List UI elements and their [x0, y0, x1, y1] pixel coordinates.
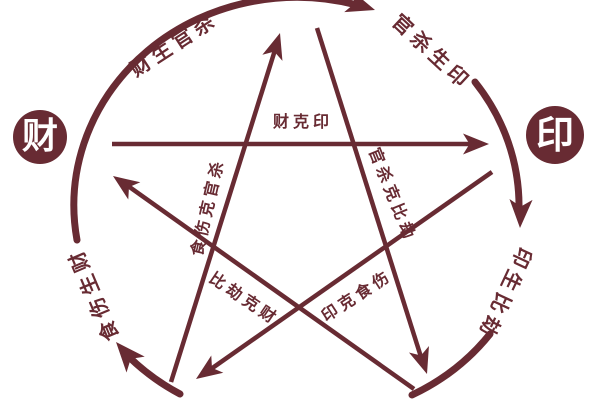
arc-bottom-right-generation: [408, 330, 494, 399]
chord-peer-overcomes-wealth: [126, 184, 416, 391]
arrowhead-seal-overcomes-output: [196, 355, 224, 379]
arrowhead-wealth-generates-officer: [344, 0, 375, 13]
label-wealth-overcomes-seal: 财克印: [272, 112, 334, 131]
chord-output-overcomes-officer: [168, 49, 278, 383]
node-seal: 印: [526, 106, 584, 164]
chord-seal-overcomes-output: [209, 170, 494, 371]
node-seal-glyph: 印: [535, 113, 574, 157]
arrowhead-output-overcomes-officer: [262, 33, 283, 61]
arrowhead-wealth-overcomes-seal: [463, 133, 489, 155]
arrowhead-peer-overcomes-wealth: [113, 176, 141, 200]
arrowhead-seal-generates-peer: [509, 199, 533, 228]
arc-left-top-generation: [70, 0, 361, 244]
node-wealth: 财: [13, 110, 67, 164]
arrowhead-output-generates-wealth: [116, 342, 145, 373]
arrowhead-officer-overcomes-peer: [408, 346, 429, 374]
chord-officer-overcomes-peer: [314, 27, 424, 358]
arc-right-upper-generation: [471, 78, 523, 213]
node-wealth-glyph: 财: [21, 116, 58, 157]
